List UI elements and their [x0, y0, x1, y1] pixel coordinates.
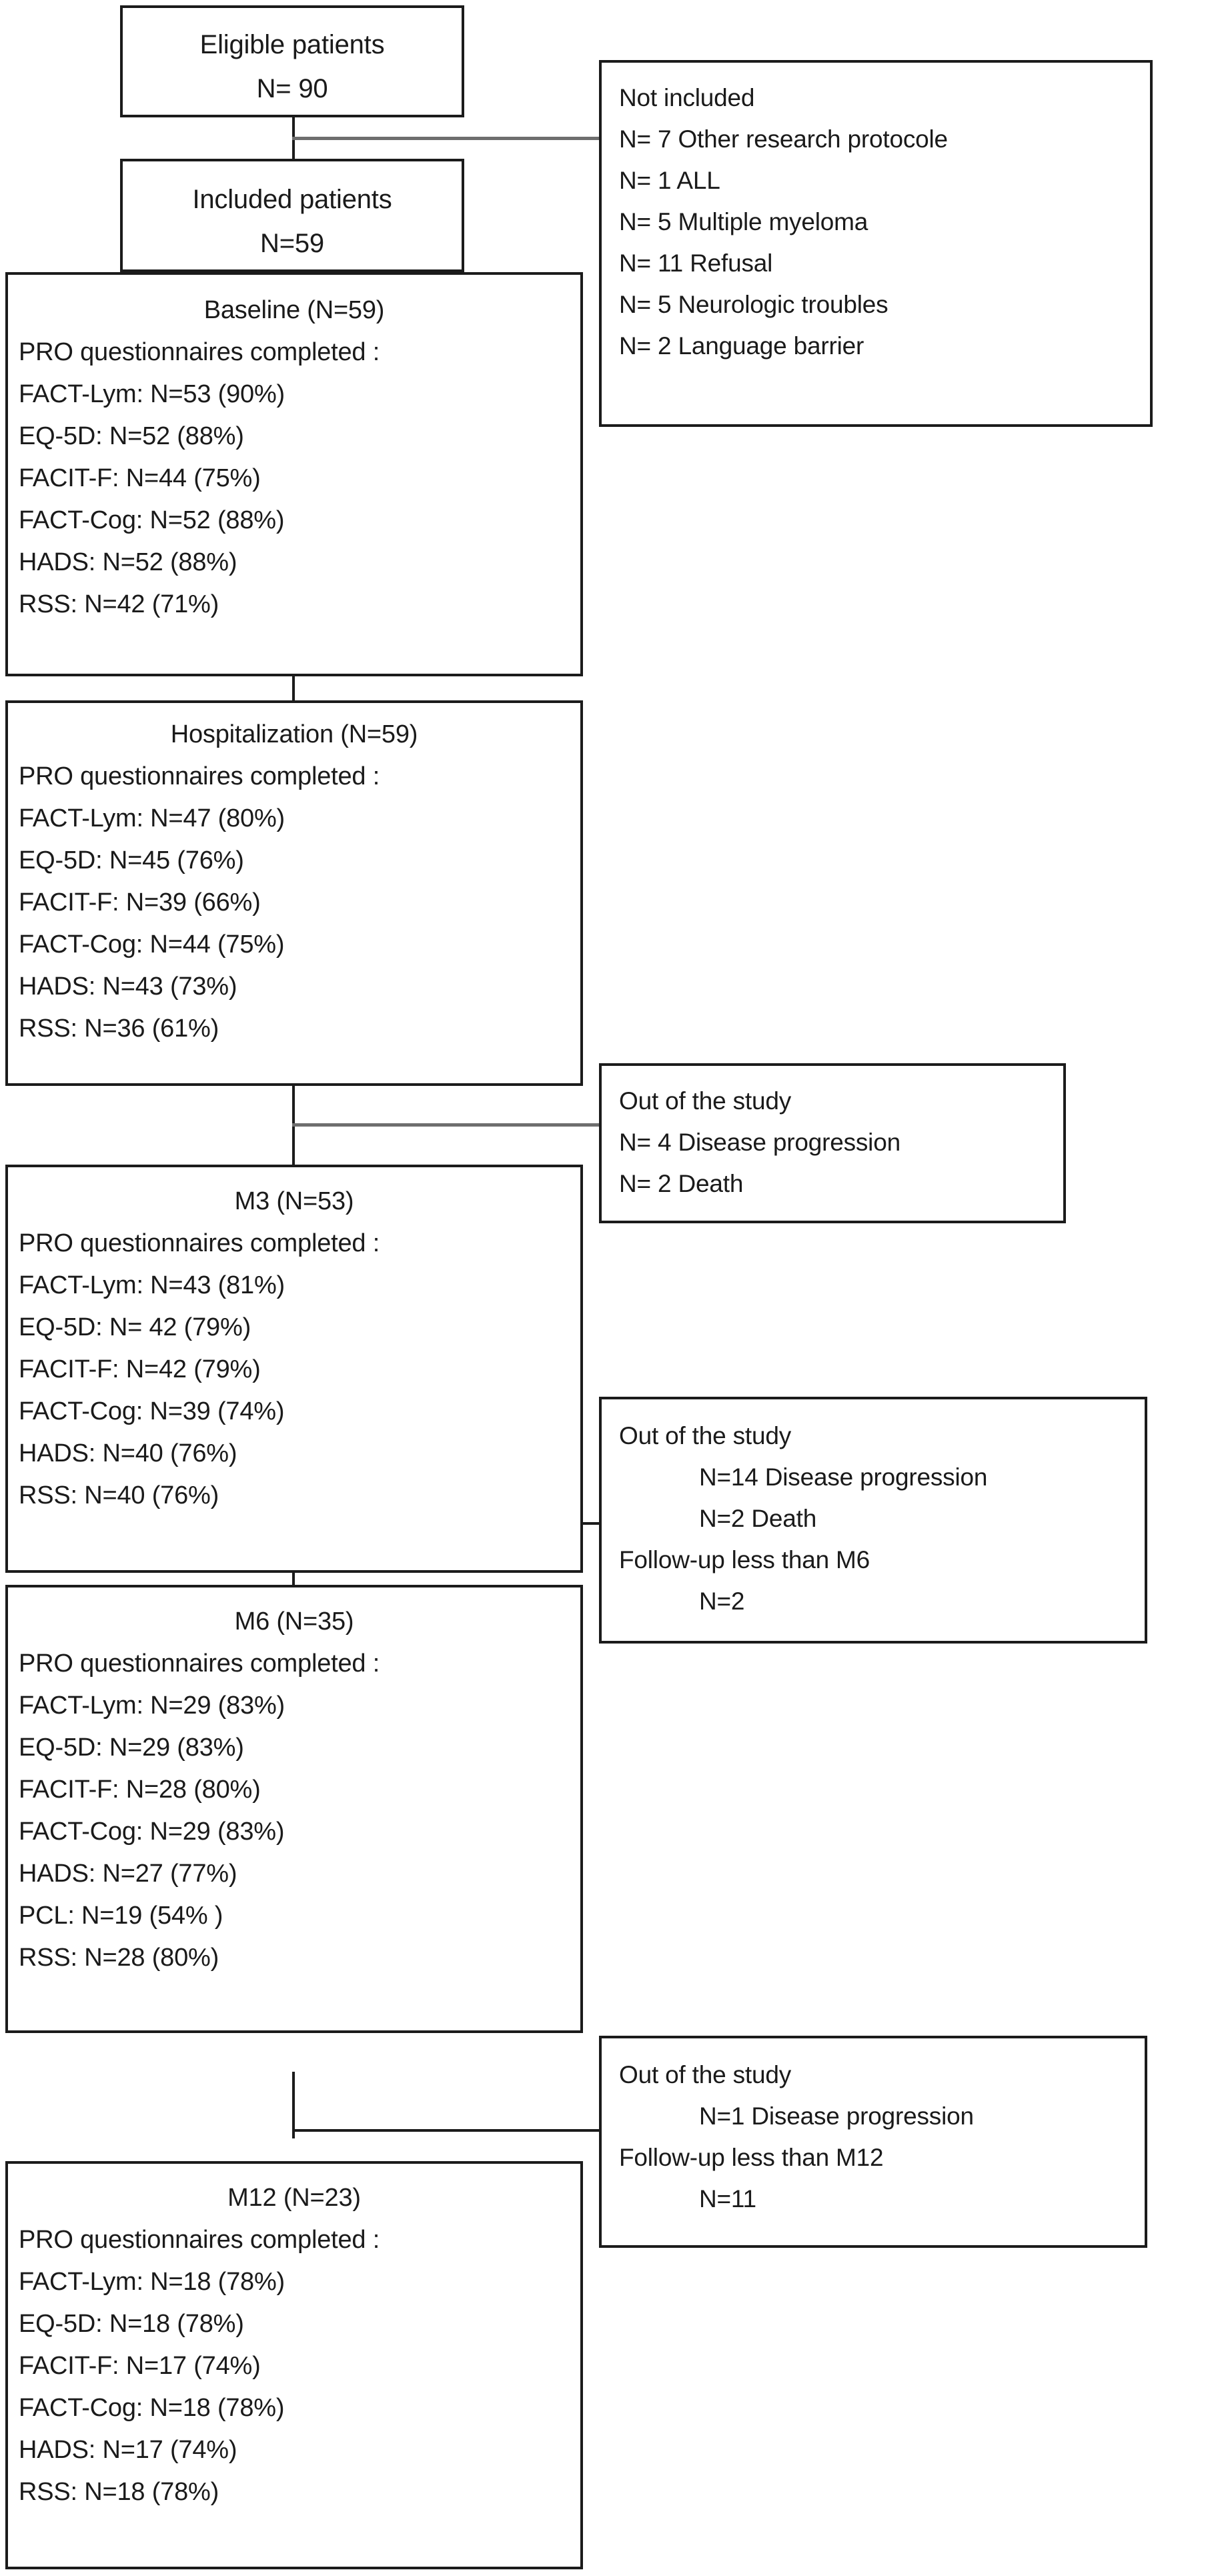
m3-title: M3 (N=53) — [234, 1187, 354, 1215]
m12-line: EQ-5D: N=18 (78%) — [19, 2310, 244, 2338]
m6-line: EQ-5D: N=29 (83%) — [19, 1734, 244, 1762]
node-included-patients: Included patients N=59 — [120, 159, 464, 272]
included-count: N=59 — [260, 229, 324, 258]
out3-followup-count: N=11 — [699, 2185, 756, 2212]
not-included-line: N= 5 Neurologic troubles — [619, 291, 888, 318]
node-out-of-study-1: Out of the study N= 4 Disease progressio… — [599, 1063, 1066, 1223]
hospitalization-line: HADS: N=43 (73%) — [19, 973, 237, 1001]
baseline-subtitle: PRO questionnaires completed : — [19, 338, 380, 366]
node-out-of-study-2: Out of the study N=14 Disease progressio… — [599, 1397, 1147, 1644]
node-m3: M3 (N=53) PRO questionnaires completed :… — [5, 1165, 583, 1573]
eligible-count: N= 90 — [256, 74, 328, 103]
baseline-title: Baseline (N=59) — [203, 296, 385, 324]
out1-line: N= 2 Death — [619, 1170, 744, 1197]
m6-line: HADS: N=27 (77%) — [19, 1860, 237, 1888]
m6-line: PCL: N=19 (54% ) — [19, 1902, 223, 1930]
out3-line: N=1 Disease progression — [699, 2102, 974, 2130]
eligible-title: Eligible patients — [199, 30, 385, 59]
connector-hospitalization-to-out1 — [292, 1123, 600, 1127]
out1-line: N= 4 Disease progression — [619, 1129, 900, 1156]
out2-line: N=14 Disease progression — [699, 1463, 988, 1491]
hospitalization-title: Hospitalization (N=59) — [170, 720, 418, 748]
not-included-line: N= 2 Language barrier — [619, 332, 864, 360]
m3-line: FACT-Cog: N=39 (74%) — [19, 1397, 285, 1425]
m12-title: M12 (N=23) — [227, 2184, 361, 2212]
hospitalization-line: FACT-Lym: N=47 (80%) — [19, 804, 285, 832]
baseline-line: FACT-Lym: N=53 (90%) — [19, 380, 285, 408]
m6-line: RSS: N=28 (80%) — [19, 1944, 219, 1972]
baseline-line: FACIT-F: N=44 (75%) — [19, 464, 261, 492]
m3-line: FACT-Lym: N=43 (81%) — [19, 1271, 285, 1299]
not-included-line: N= 1 ALL — [619, 167, 720, 194]
m6-line: FACT-Lym: N=29 (83%) — [19, 1692, 285, 1720]
node-eligible-patients: Eligible patients N= 90 — [120, 5, 464, 117]
m6-line: FACT-Cog: N=29 (83%) — [19, 1818, 285, 1846]
m12-line: HADS: N=17 (74%) — [19, 2436, 237, 2464]
m3-line: RSS: N=40 (76%) — [19, 1481, 219, 1509]
m12-line: RSS: N=18 (78%) — [19, 2478, 219, 2506]
not-included-line: N= 5 Multiple myeloma — [619, 208, 868, 235]
m3-line: HADS: N=40 (76%) — [19, 1439, 237, 1467]
baseline-line: EQ-5D: N=52 (88%) — [19, 422, 244, 450]
out3-title: Out of the study — [619, 2061, 792, 2088]
out2-line: N=2 Death — [699, 1505, 817, 1532]
m6-line: FACIT-F: N=28 (80%) — [19, 1776, 261, 1804]
m12-line: FACT-Lym: N=18 (78%) — [19, 2268, 285, 2296]
connector-baseline-to-hospitalization — [292, 675, 295, 702]
hospitalization-subtitle: PRO questionnaires completed : — [19, 762, 380, 790]
hospitalization-line: RSS: N=36 (61%) — [19, 1015, 219, 1043]
included-title: Included patients — [192, 185, 392, 214]
hospitalization-line: FACT-Cog: N=44 (75%) — [19, 930, 285, 958]
m12-subtitle: PRO questionnaires completed : — [19, 2226, 380, 2254]
out3-followup-label: Follow-up less than M12 — [619, 2144, 884, 2171]
m12-line: FACIT-F: N=17 (74%) — [19, 2352, 261, 2380]
node-hospitalization: Hospitalization (N=59) PRO questionnaire… — [5, 700, 583, 1086]
baseline-line: FACT-Cog: N=52 (88%) — [19, 506, 285, 534]
baseline-line: HADS: N=52 (88%) — [19, 548, 237, 576]
m3-line: EQ-5D: N= 42 (79%) — [19, 1313, 251, 1341]
not-included-title: Not included — [619, 84, 755, 111]
not-included-line: N= 11 Refusal — [619, 249, 773, 277]
out2-title: Out of the study — [619, 1422, 792, 1449]
hospitalization-line: FACIT-F: N=39 (66%) — [19, 888, 261, 916]
out2-followup-label: Follow-up less than M6 — [619, 1546, 870, 1573]
m6-subtitle: PRO questionnaires completed : — [19, 1650, 380, 1678]
out1-title: Out of the study — [619, 1087, 792, 1115]
node-not-included: Not included N= 7 Other research protoco… — [599, 60, 1153, 427]
m3-line: FACIT-F: N=42 (79%) — [19, 1355, 261, 1383]
not-included-line: N= 7 Other research protocole — [619, 125, 948, 153]
hospitalization-line: EQ-5D: N=45 (76%) — [19, 846, 244, 874]
node-m6: M6 (N=35) PRO questionnaires completed :… — [5, 1585, 583, 2033]
connector-eligible-to-not-included — [292, 137, 600, 140]
node-m12: M12 (N=23) PRO questionnaires completed … — [5, 2161, 583, 2569]
connector-m6-to-m12 — [292, 2072, 295, 2138]
node-out-of-study-3: Out of the study N=1 Disease progression… — [599, 2036, 1147, 2248]
m12-line: FACT-Cog: N=18 (78%) — [19, 2394, 285, 2422]
m3-subtitle: PRO questionnaires completed : — [19, 1229, 380, 1257]
m6-title: M6 (N=35) — [234, 1607, 354, 1636]
node-baseline: Baseline (N=59) PRO questionnaires compl… — [5, 272, 583, 676]
out2-followup-count: N=2 — [699, 1587, 745, 1615]
baseline-line: RSS: N=42 (71%) — [19, 590, 219, 618]
connector-m6-to-out3 — [292, 2129, 600, 2132]
